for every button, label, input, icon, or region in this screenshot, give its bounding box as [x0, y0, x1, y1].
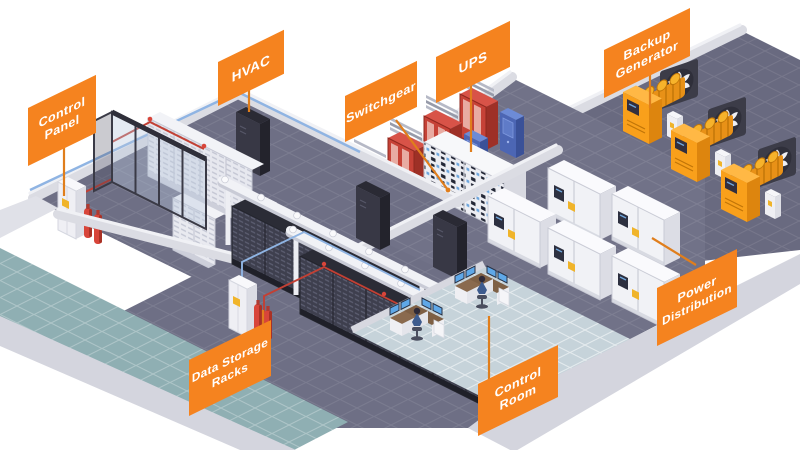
- hvac-label: HVAC: [218, 29, 284, 106]
- control-room-label: Control Room: [478, 344, 558, 436]
- crac-tower: [355, 180, 391, 251]
- switchgear-blue-cabinet: [499, 107, 525, 159]
- switchgear-label: Switchgear: [345, 60, 417, 142]
- teal-walkway: [0, 248, 348, 450]
- ups-label: UPS: [436, 20, 510, 103]
- control-panel-cabinet: [228, 274, 258, 338]
- control-panel-label: Control Panel: [28, 74, 96, 166]
- crac-tower: [432, 209, 468, 280]
- platform-fascia-left: [0, 316, 296, 450]
- control-panel-cabinet: [57, 176, 87, 240]
- walkway-ledge: [0, 196, 58, 238]
- cold-aisle-glass: [93, 109, 208, 231]
- power-distribution-label: Power Distribution: [657, 248, 737, 346]
